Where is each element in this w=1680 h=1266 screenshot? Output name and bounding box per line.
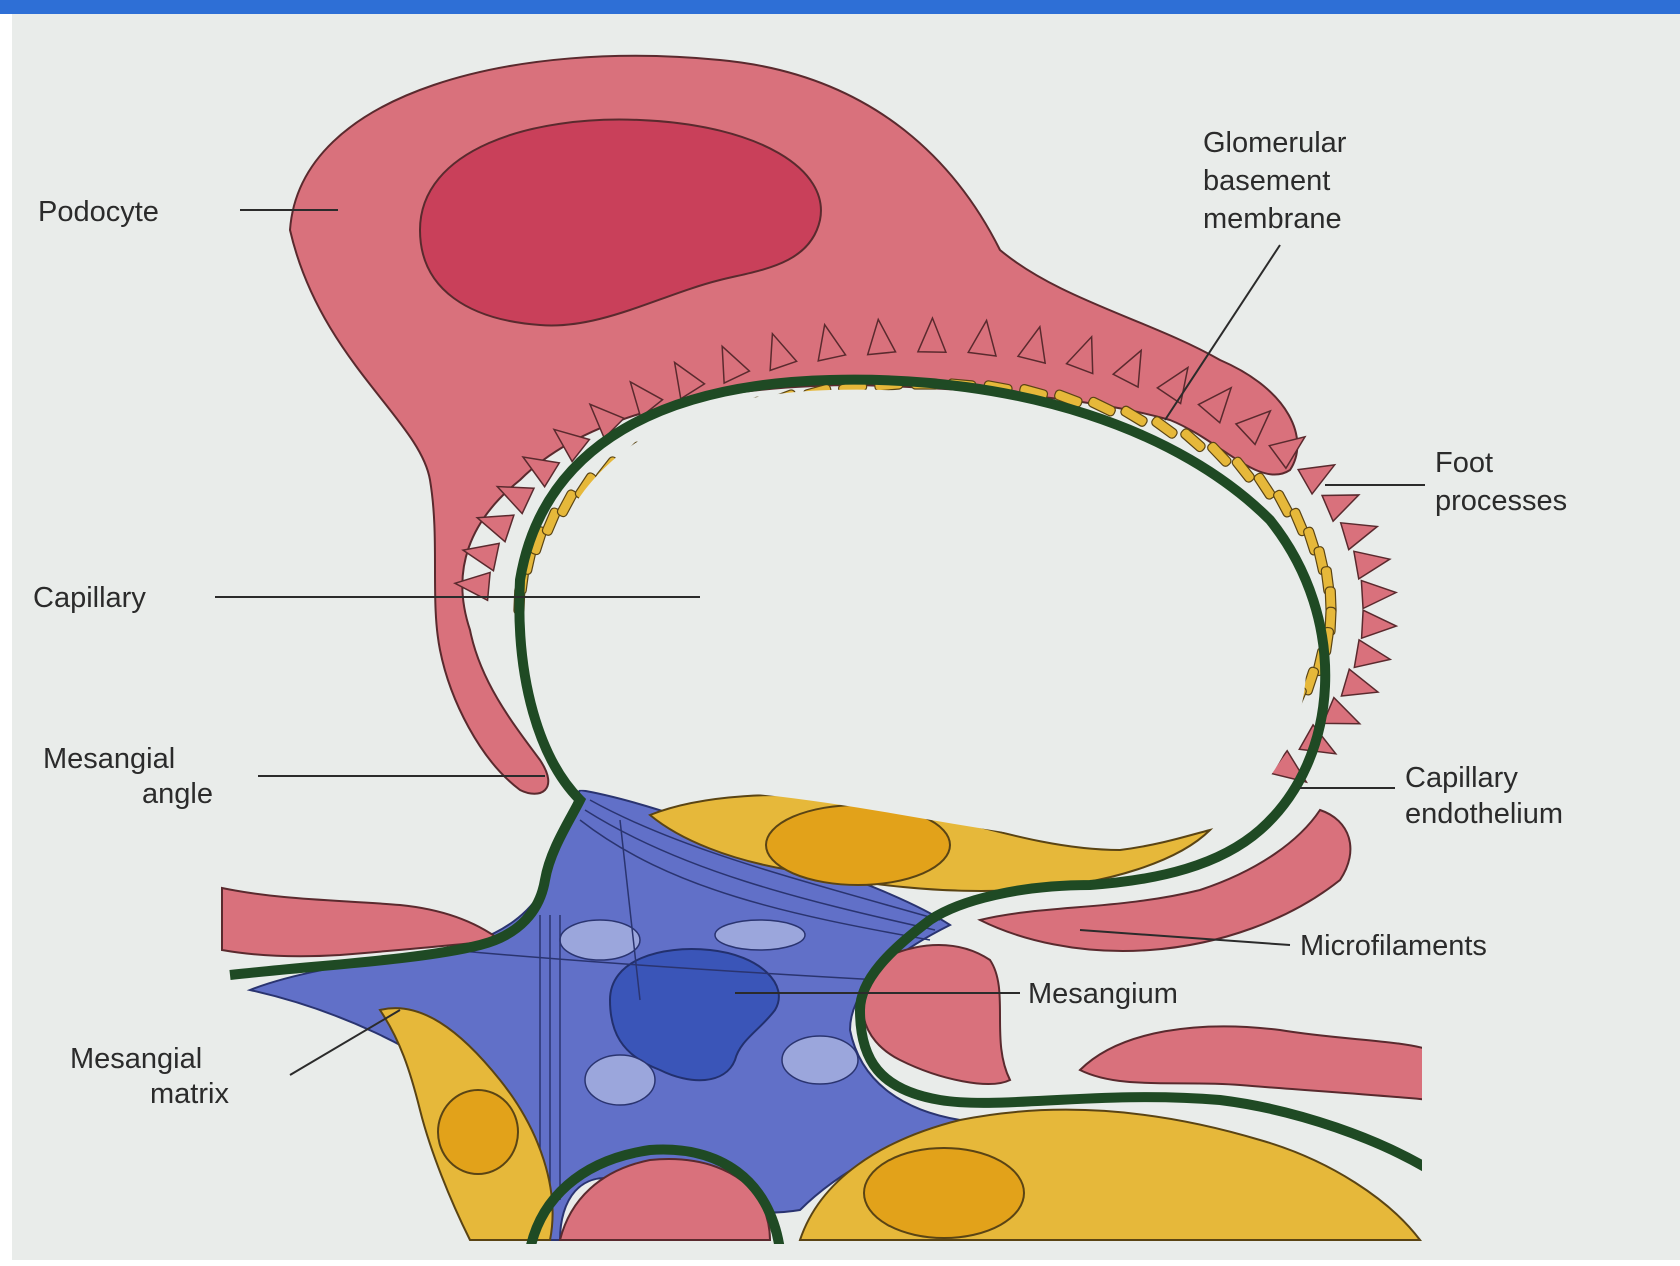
foot-process xyxy=(1361,581,1396,609)
foot-process xyxy=(497,487,534,514)
foot-process xyxy=(1341,669,1378,696)
foot-process xyxy=(1354,551,1390,579)
label-capillary: Capillary xyxy=(33,582,146,614)
label-mesangial-matrix-line1: Mesangial xyxy=(70,1043,202,1075)
label-mesangial-angle-line1: Mesangial xyxy=(43,743,175,775)
podocyte-strip-lower-right xyxy=(1080,1026,1430,1100)
endothelial-dash xyxy=(1253,472,1277,501)
label-gbm-line1: Glomerular xyxy=(1203,127,1347,159)
matrix-pocket xyxy=(782,1036,858,1084)
endothelial-nucleus-lower-right xyxy=(864,1148,1024,1238)
label-podocyte: Podocyte xyxy=(38,196,159,228)
foot-process xyxy=(1341,523,1378,550)
label-foot-line2: processes xyxy=(1435,485,1567,517)
label-capillary-endothelium-line1: Capillary xyxy=(1405,762,1518,794)
foot-process xyxy=(1354,640,1390,668)
label-capillary-endothelium-line2: endothelium xyxy=(1405,798,1563,830)
matrix-pocket xyxy=(715,920,805,950)
label-mesangial-angle-line2: angle xyxy=(142,778,213,810)
foot-process xyxy=(477,515,514,542)
label-gbm-line2: basement xyxy=(1203,165,1330,197)
label-foot-line1: Foot xyxy=(1435,447,1493,479)
foot-process xyxy=(1362,610,1397,638)
foot-process xyxy=(1322,495,1359,521)
label-microfilaments: Microfilaments xyxy=(1300,930,1487,962)
label-mesangial-matrix-line2: matrix xyxy=(150,1078,229,1110)
matrix-pocket xyxy=(585,1055,655,1105)
label-mesangium: Mesangium xyxy=(1028,978,1178,1010)
matrix-pocket xyxy=(560,920,640,960)
endothelial-nucleus-lower-left xyxy=(438,1090,518,1174)
foot-process xyxy=(1298,465,1334,494)
label-gbm-line3: membrane xyxy=(1203,203,1342,235)
